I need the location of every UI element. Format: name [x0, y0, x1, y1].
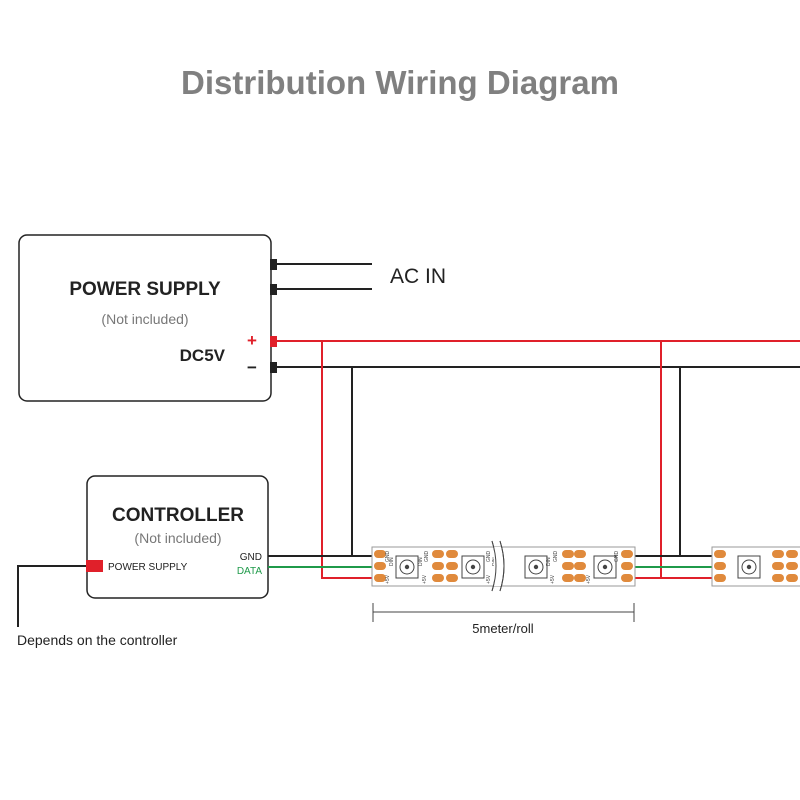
- controller-note: (Not included): [134, 530, 221, 546]
- pad-label: +5V: [550, 574, 556, 584]
- controller-label: CONTROLLER: [112, 505, 244, 526]
- depends-note: Depends on the controller: [17, 632, 178, 648]
- black-drop-wire-2: [679, 367, 718, 557]
- red-drop-wire-2: [660, 341, 718, 579]
- minus-terminal: [270, 362, 277, 373]
- black-drop-wire-1: [351, 367, 378, 557]
- controller-gnd-label: GND: [240, 552, 262, 563]
- led-chip: [593, 555, 617, 579]
- ac-in-label: AC IN: [390, 265, 446, 288]
- pad-label: DIN: [418, 557, 424, 566]
- plus-terminal-label: +: [247, 331, 257, 350]
- controller-box: [86, 475, 269, 599]
- pad-label: DIN: [546, 557, 552, 566]
- pad-label: +5V: [385, 574, 391, 584]
- led-chip: [395, 555, 419, 579]
- controller-data-label: DATA: [237, 566, 263, 577]
- pad-label: +5V: [586, 574, 592, 584]
- pad-label: GND: [614, 551, 620, 563]
- power-supply-voltage: DC5V: [180, 346, 226, 365]
- pad-label: GND: [385, 551, 391, 563]
- power-supply-label: POWER SUPPLY: [69, 279, 221, 300]
- strip-1-pads-mid-2: [562, 550, 586, 582]
- pad-label: +5V: [422, 574, 428, 584]
- page-title: Distribution Wiring Diagram: [181, 64, 619, 101]
- controller-power-port-label: POWER SUPPLY: [108, 562, 188, 573]
- power-supply-box: [18, 234, 272, 402]
- pad-label: GND: [486, 551, 492, 563]
- strip-length-dimension: [372, 603, 635, 622]
- controller-power-wire: [17, 565, 86, 627]
- led-strip-1: +5V DIN GND +5V DIN GND +5V DIN GND +5V …: [371, 540, 636, 592]
- pad-label: DIN: [389, 557, 395, 566]
- strip-1-pads-right: [621, 550, 633, 582]
- controller-power-port: [86, 560, 103, 572]
- led-strip-2: [711, 546, 800, 587]
- ac-terminal-2: [270, 284, 277, 295]
- pad-label: GND: [553, 551, 559, 563]
- pad-label: +5V: [486, 574, 492, 584]
- led-chip: [461, 555, 485, 579]
- plus-terminal: [270, 336, 277, 347]
- strip-1-pads-left: [374, 550, 386, 582]
- minus-terminal-label: −: [247, 358, 257, 377]
- pad-label: GND: [424, 551, 430, 563]
- power-supply-note: (Not included): [101, 311, 188, 327]
- strip-1-pads-mid-1: [432, 550, 458, 582]
- red-drop-wire-1: [321, 341, 378, 579]
- ac-terminal-1: [270, 259, 277, 270]
- led-chip: [524, 555, 548, 579]
- led-chip: [737, 555, 761, 579]
- strip-length-label: 5meter/roll: [472, 621, 534, 636]
